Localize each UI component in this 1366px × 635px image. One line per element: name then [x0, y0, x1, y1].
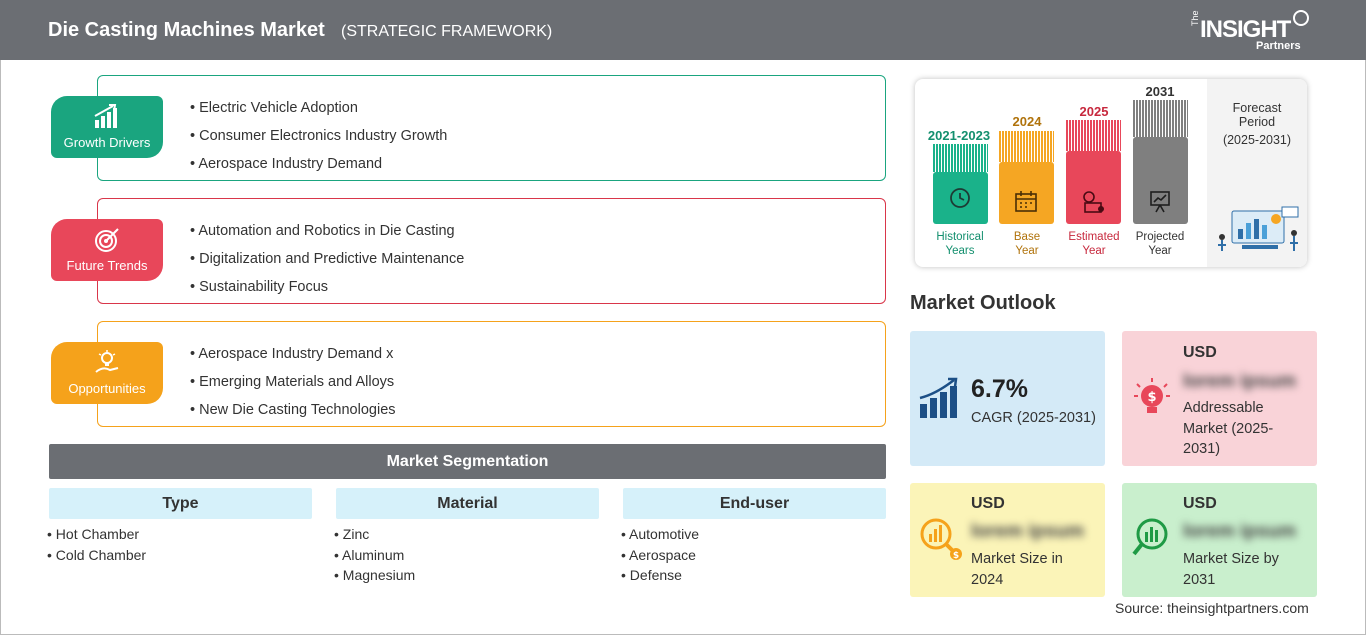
history-icon [950, 188, 970, 208]
segment-material-header: Material [336, 488, 599, 519]
gear-chart-icon [1083, 191, 1104, 213]
header-bar: Die Casting Machines Market (STRATEGIC F… [0, 0, 1366, 60]
addressable-value: lorem ipsum [1183, 371, 1296, 392]
insight-partners-logo[interactable]: The INSIGHT Partners [1190, 10, 1310, 54]
list-item: Electric Vehicle Adoption [190, 94, 447, 122]
list-item: Magnesium [334, 565, 415, 586]
target-icon [95, 228, 119, 252]
historical-caption: Historical Years [936, 231, 984, 257]
size-2024-currency: USD [971, 495, 1005, 512]
calendar-icon [1015, 191, 1037, 212]
list-item: Consumer Electronics Industry Growth [190, 122, 447, 150]
market-size-2024-box: $ USD lorem ipsum Market Size in 2024 [910, 483, 1105, 597]
historical-stripe [933, 144, 988, 172]
segment-type-header: Type [49, 488, 312, 519]
historical-bar [933, 172, 988, 224]
estimated-caption: Estimated Year [1068, 231, 1120, 257]
addressable-currency: USD [1183, 344, 1217, 361]
projected-year: 2031 [1145, 84, 1175, 99]
future-trends-label: Future Trends [66, 258, 148, 273]
list-item: Zinc [334, 524, 415, 545]
magnifier-bars-icon [1132, 518, 1168, 556]
historical-year: 2021-2023 [927, 128, 991, 143]
base-caption: Base Year [1013, 231, 1041, 257]
logo-insight: INSIGHT [1200, 16, 1291, 43]
size-2031-label: Market Size by 2031 [1183, 551, 1279, 588]
presentation-icon [1150, 191, 1170, 213]
lightbulb-hand-icon [95, 350, 119, 373]
growth-drivers-label: Growth Drivers [63, 135, 151, 150]
bar-growth-icon [94, 104, 117, 128]
lightbulb-dollar-icon: $ [1134, 378, 1170, 413]
cagr-box: 6.7% CAGR (2025-2031) [910, 331, 1105, 466]
list-item: Aerospace [621, 545, 699, 566]
estimated-bar [1066, 151, 1121, 224]
addressable-market-box: $ USD lorem ipsum Addressable Market (20… [1122, 331, 1317, 466]
addressable-label: Addressable Market (2025- 2031) [1183, 400, 1274, 457]
timeline-panel: 2021-2023 Historical Years 2024 Base Yea… [915, 79, 1307, 267]
growth-drivers-card: Growth Drivers Electric Vehicle Adoption… [51, 75, 886, 181]
opportunities-list: Aerospace Industry Demand x Emerging Mat… [190, 340, 396, 424]
forecast-period-panel: Forecast Period (2025-2031) [1207, 79, 1307, 267]
base-stripe [999, 131, 1054, 162]
size-2024-value: lorem ipsum [971, 521, 1084, 542]
segment-end-user-header: End-user [623, 488, 886, 519]
future-trends-card: Future Trends Automation and Robotics in… [51, 198, 886, 304]
list-item: Defense [621, 565, 699, 586]
forecast-period: (2025-2031) [1222, 133, 1292, 147]
opportunities-label: Opportunities [68, 381, 146, 396]
forecast-title: Forecast Period [1232, 101, 1282, 129]
size-2024-label: Market Size in 2024 [971, 551, 1063, 588]
future-trends-badge: Future Trends [51, 219, 163, 281]
market-segmentation-title: Market Segmentation [49, 444, 886, 479]
list-item: Aerospace Industry Demand [190, 150, 447, 178]
list-item: Emerging Materials and Alloys [190, 368, 396, 396]
list-item: Aerospace Industry Demand x [190, 340, 396, 368]
projected-caption: Projected Year [1135, 231, 1185, 257]
opportunities-card: Opportunities Aerospace Industry Demand … [51, 321, 886, 427]
segment-end-user-list: Automotive Aerospace Defense [621, 524, 699, 586]
base-bar [999, 162, 1054, 224]
base-year: 2024 [1012, 114, 1042, 129]
list-item: Aluminum [334, 545, 415, 566]
growth-chart-icon [919, 377, 958, 418]
estimated-year: 2025 [1079, 104, 1109, 119]
growth-drivers-list: Electric Vehicle Adoption Consumer Elect… [190, 94, 447, 178]
market-outlook-title: Market Outlook [910, 292, 1056, 314]
estimated-stripe [1066, 120, 1121, 151]
future-trends-list: Automation and Robotics in Die Casting D… [190, 217, 464, 301]
list-item: Automotive [621, 524, 699, 545]
logo-partners: Partners [1256, 40, 1301, 52]
page-subtitle: (STRATEGIC FRAMEWORK) [341, 23, 553, 40]
logo-ring-icon [1293, 10, 1309, 26]
svg-text:$: $ [953, 551, 959, 561]
market-size-2031-box: USD lorem ipsum Market Size by 2031 [1122, 483, 1317, 597]
projected-bar [1133, 137, 1188, 224]
logo-the: The [1190, 10, 1200, 26]
segment-material-list: Zinc Aluminum Magnesium [334, 524, 415, 586]
cagr-value: 6.7% [971, 375, 1028, 403]
segment-type-list: Hot Chamber Cold Chamber [47, 524, 146, 565]
list-item: Hot Chamber [47, 524, 146, 545]
list-item: Cold Chamber [47, 545, 146, 566]
magnifier-chart-icon: $ [920, 518, 962, 561]
list-item: Automation and Robotics in Die Casting [190, 217, 464, 245]
size-2031-currency: USD [1183, 495, 1217, 512]
projected-stripe [1133, 100, 1188, 137]
page-title: Die Casting Machines Market [48, 19, 325, 41]
list-item: New Die Casting Technologies [190, 396, 395, 424]
size-2031-value: lorem ipsum [1183, 521, 1296, 542]
svg-text:$: $ [1147, 390, 1156, 405]
list-item: Digitalization and Predictive Maintenanc… [190, 245, 464, 273]
growth-drivers-badge: Growth Drivers [51, 96, 163, 158]
opportunities-badge: Opportunities [51, 342, 163, 404]
source-text: Source: theinsightpartners.com [1115, 600, 1309, 616]
list-item: Sustainability Focus [190, 273, 464, 301]
cagr-label: CAGR (2025-2031) [971, 410, 1096, 426]
analytics-people-icon [1218, 206, 1299, 251]
